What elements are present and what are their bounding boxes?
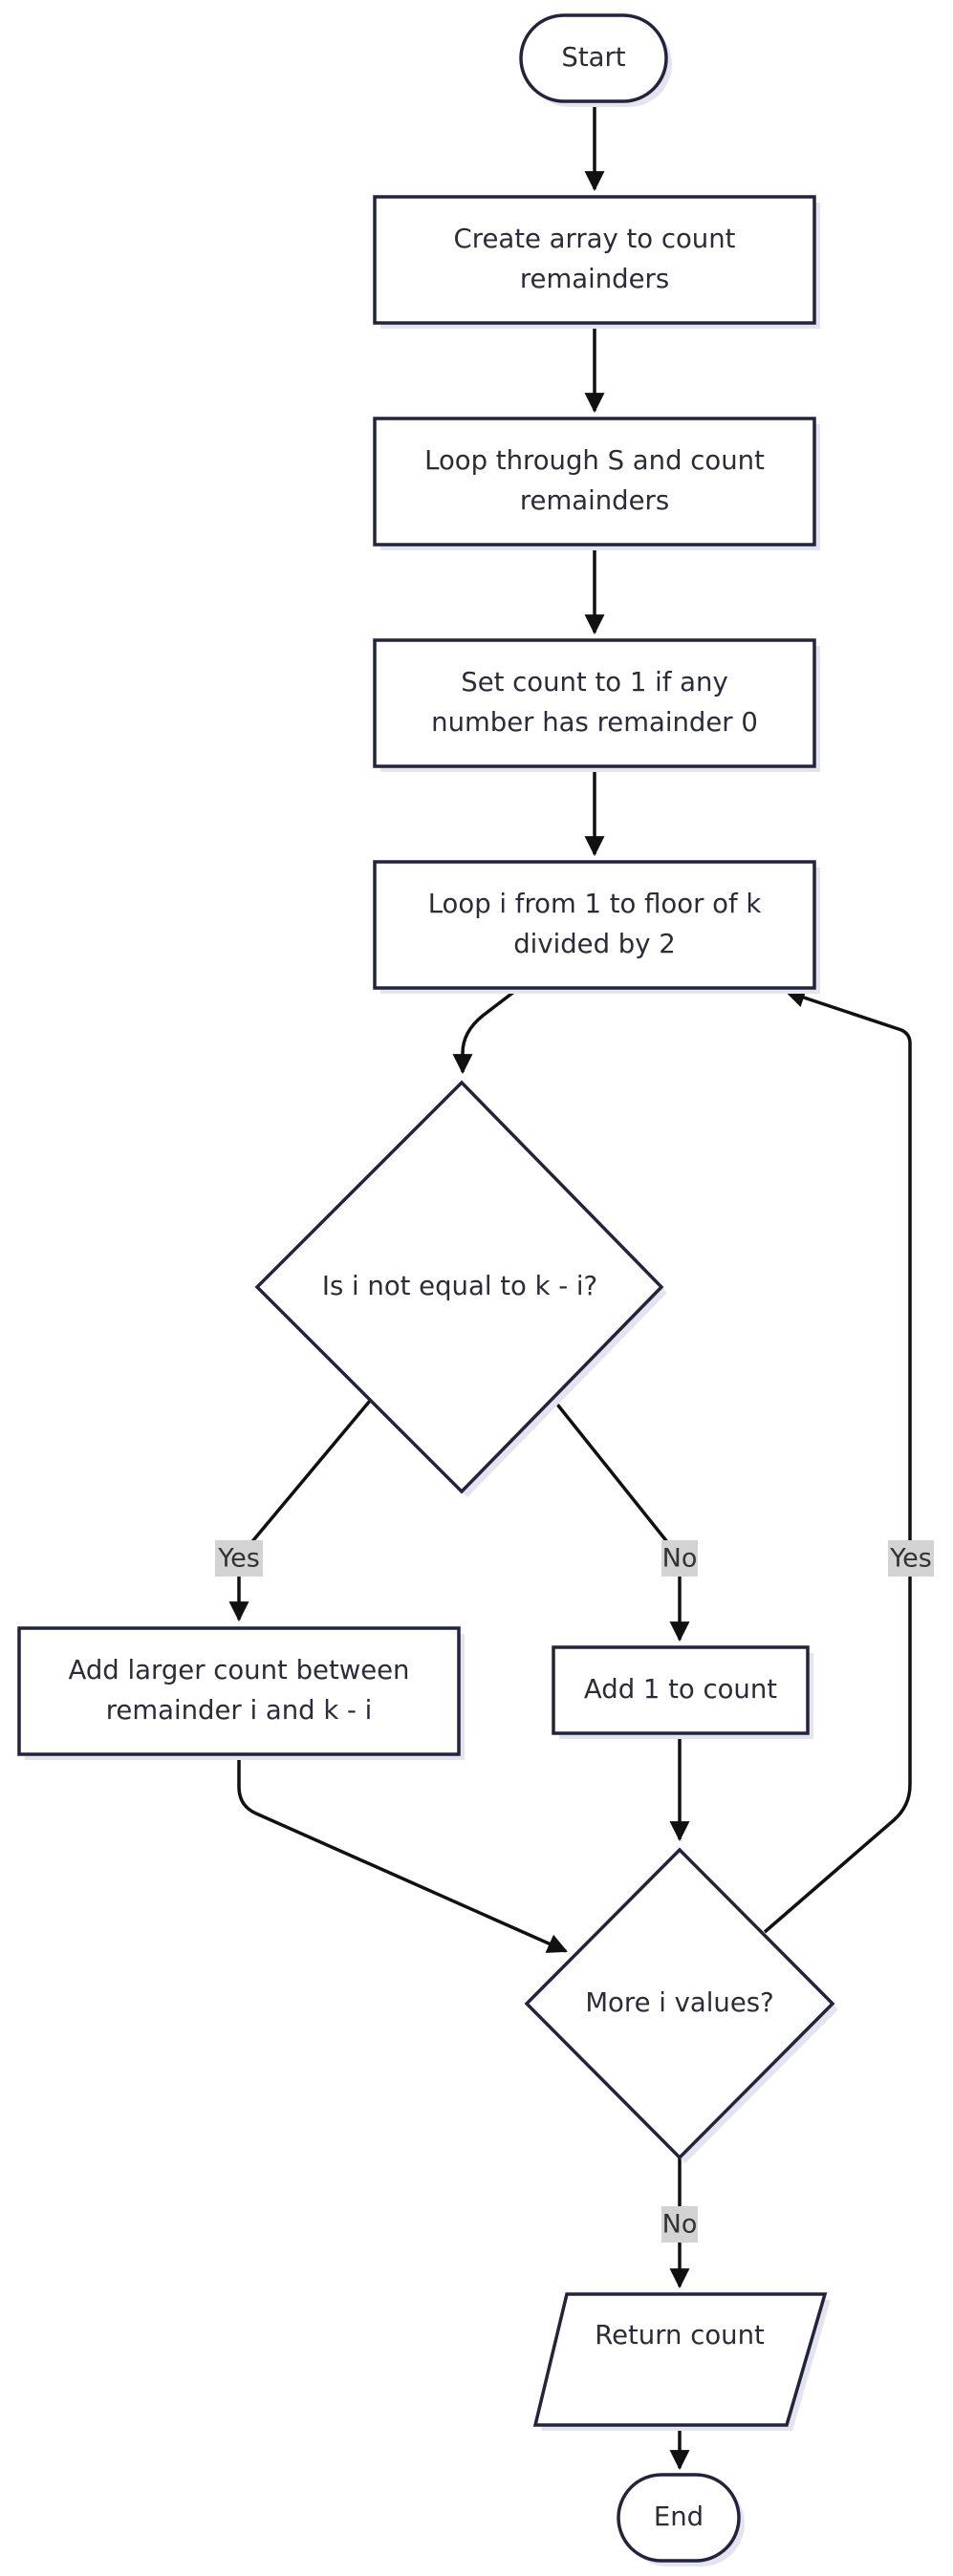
node-return-count-text: Return count	[595, 2320, 765, 2351]
node-loop-s-text: Loop through S and count remainders	[424, 445, 765, 516]
node-start-text: Start	[561, 42, 625, 73]
node-create-array-text: Create array to count remainders	[454, 224, 736, 294]
node-create-array: Create array to count remainders	[373, 195, 820, 329]
edge-label-no-bottom: No	[661, 2206, 698, 2243]
node-text-line: remainders	[520, 485, 669, 516]
node-set-count: Set count to 1 if any number has remainde…	[373, 638, 820, 772]
node-text-line: Return count	[595, 2320, 765, 2351]
node-text-line: Add 1 to count	[584, 1674, 777, 1705]
node-add-one: Add 1 to count	[552, 1645, 813, 1739]
edge-label-no-right: No	[661, 1540, 698, 1577]
node-text-line: Loop through S and count	[424, 445, 765, 476]
node-loop-s: Loop through S and count remainders	[373, 417, 820, 550]
node-text-line: Create array to count	[454, 224, 736, 254]
node-start: Start	[519, 13, 672, 107]
node-add-larger: Add larger count between remainder i and …	[17, 1626, 465, 1760]
node-decision-more: More i values?	[524, 1847, 838, 2163]
node-text-line: Is i not equal to k - i?	[322, 1271, 597, 1301]
svg-text:Yes: Yes	[889, 1544, 932, 1574]
svg-text:Yes: Yes	[217, 1544, 260, 1574]
node-text-line: More i values?	[585, 1987, 773, 2018]
node-return-count: Return count	[532, 2292, 831, 2431]
node-text-line: Add larger count between	[69, 1655, 410, 1685]
node-decision-i: Is i not equal to k - i?	[254, 1080, 667, 1497]
node-end-text: End	[654, 2501, 704, 2532]
edge-add-larger-to-more	[237, 1755, 568, 1953]
nodes: Start Create array to count remainders Lo…	[17, 13, 838, 2566]
edge-labels: Yes No Yes No	[215, 1540, 934, 2243]
node-text-line: Loop i from 1 to floor of k	[428, 889, 762, 919]
node-text-line: divided by 2	[513, 929, 676, 959]
node-decision-more-text: More i values?	[585, 1987, 773, 2018]
edge-decision-to-add-larger	[228, 1399, 372, 1622]
edge-decision-to-add-one	[552, 1399, 690, 1642]
node-text-line: End	[654, 2501, 704, 2532]
svg-text:No: No	[662, 2210, 698, 2240]
edge-label-yes-loop: Yes	[888, 1540, 934, 1577]
node-text-line: remainders	[520, 264, 669, 294]
edge-loop-i-to-decision	[452, 986, 521, 1075]
edge-label-yes-left: Yes	[215, 1540, 263, 1577]
node-loop-i-text: Loop i from 1 to floor of k divided by 2	[428, 889, 762, 959]
node-set-count-text: Set count to 1 if any number has remainde…	[431, 667, 758, 738]
node-text-line: Set count to 1 if any	[461, 667, 727, 698]
node-add-one-text: Add 1 to count	[584, 1674, 777, 1705]
node-end: End	[617, 2473, 745, 2566]
node-text-line: remainder i and k - i	[106, 1695, 373, 1726]
node-decision-i-text: Is i not equal to k - i?	[322, 1271, 597, 1301]
node-loop-i: Loop i from 1 to floor of k divided by 2	[373, 860, 820, 994]
node-text-line: number has remainder 0	[431, 707, 758, 738]
node-text-line: Start	[561, 42, 625, 73]
svg-text:No: No	[662, 1544, 698, 1574]
node-add-larger-text: Add larger count between remainder i and …	[69, 1655, 410, 1726]
edge-more-to-loop-i	[763, 988, 912, 1934]
